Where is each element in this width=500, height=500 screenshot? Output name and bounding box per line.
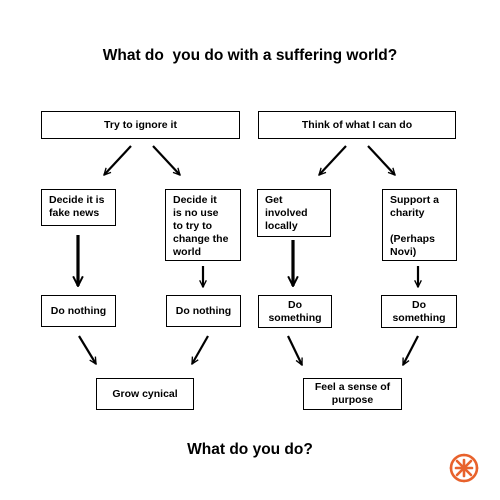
box-do-something-left: Do something (258, 295, 332, 328)
box-get-involved-locally: Get involved locally (257, 189, 331, 237)
arrow-do-nothing-to-cynical-right (191, 335, 209, 364)
box-decide-fake-news: Decide it is fake news (41, 189, 116, 226)
arrow-do-nothing-to-cynical-left (78, 335, 97, 364)
arrow-do-something-to-purpose-left (287, 335, 303, 365)
box-do-nothing-left: Do nothing (41, 295, 116, 327)
box-support-charity: Support a charity (Perhaps Novi) (382, 189, 457, 261)
arrow-ignore-to-no-use (152, 145, 180, 175)
box-decide-no-use: Decide it is no use to try to change the… (165, 189, 241, 261)
novi-logo-icon (449, 453, 479, 483)
footer-question: What do you do? (187, 441, 313, 458)
box-do-something-right: Do something (381, 295, 457, 328)
page-title: What do you do with a suffering world? (102, 47, 398, 64)
arrow-think-to-charity (367, 145, 395, 175)
box-do-nothing-right: Do nothing (166, 295, 241, 327)
arrow-do-something-to-purpose-right (402, 335, 419, 365)
box-feel-sense-of-purpose: Feel a sense of purpose (303, 378, 402, 410)
box-grow-cynical: Grow cynical (96, 378, 194, 410)
arrow-think-to-involved (319, 145, 347, 175)
arrow-ignore-to-fake-news (104, 145, 132, 175)
box-try-to-ignore: Try to ignore it (41, 111, 240, 139)
box-think-what-i-can-do: Think of what I can do (258, 111, 456, 139)
